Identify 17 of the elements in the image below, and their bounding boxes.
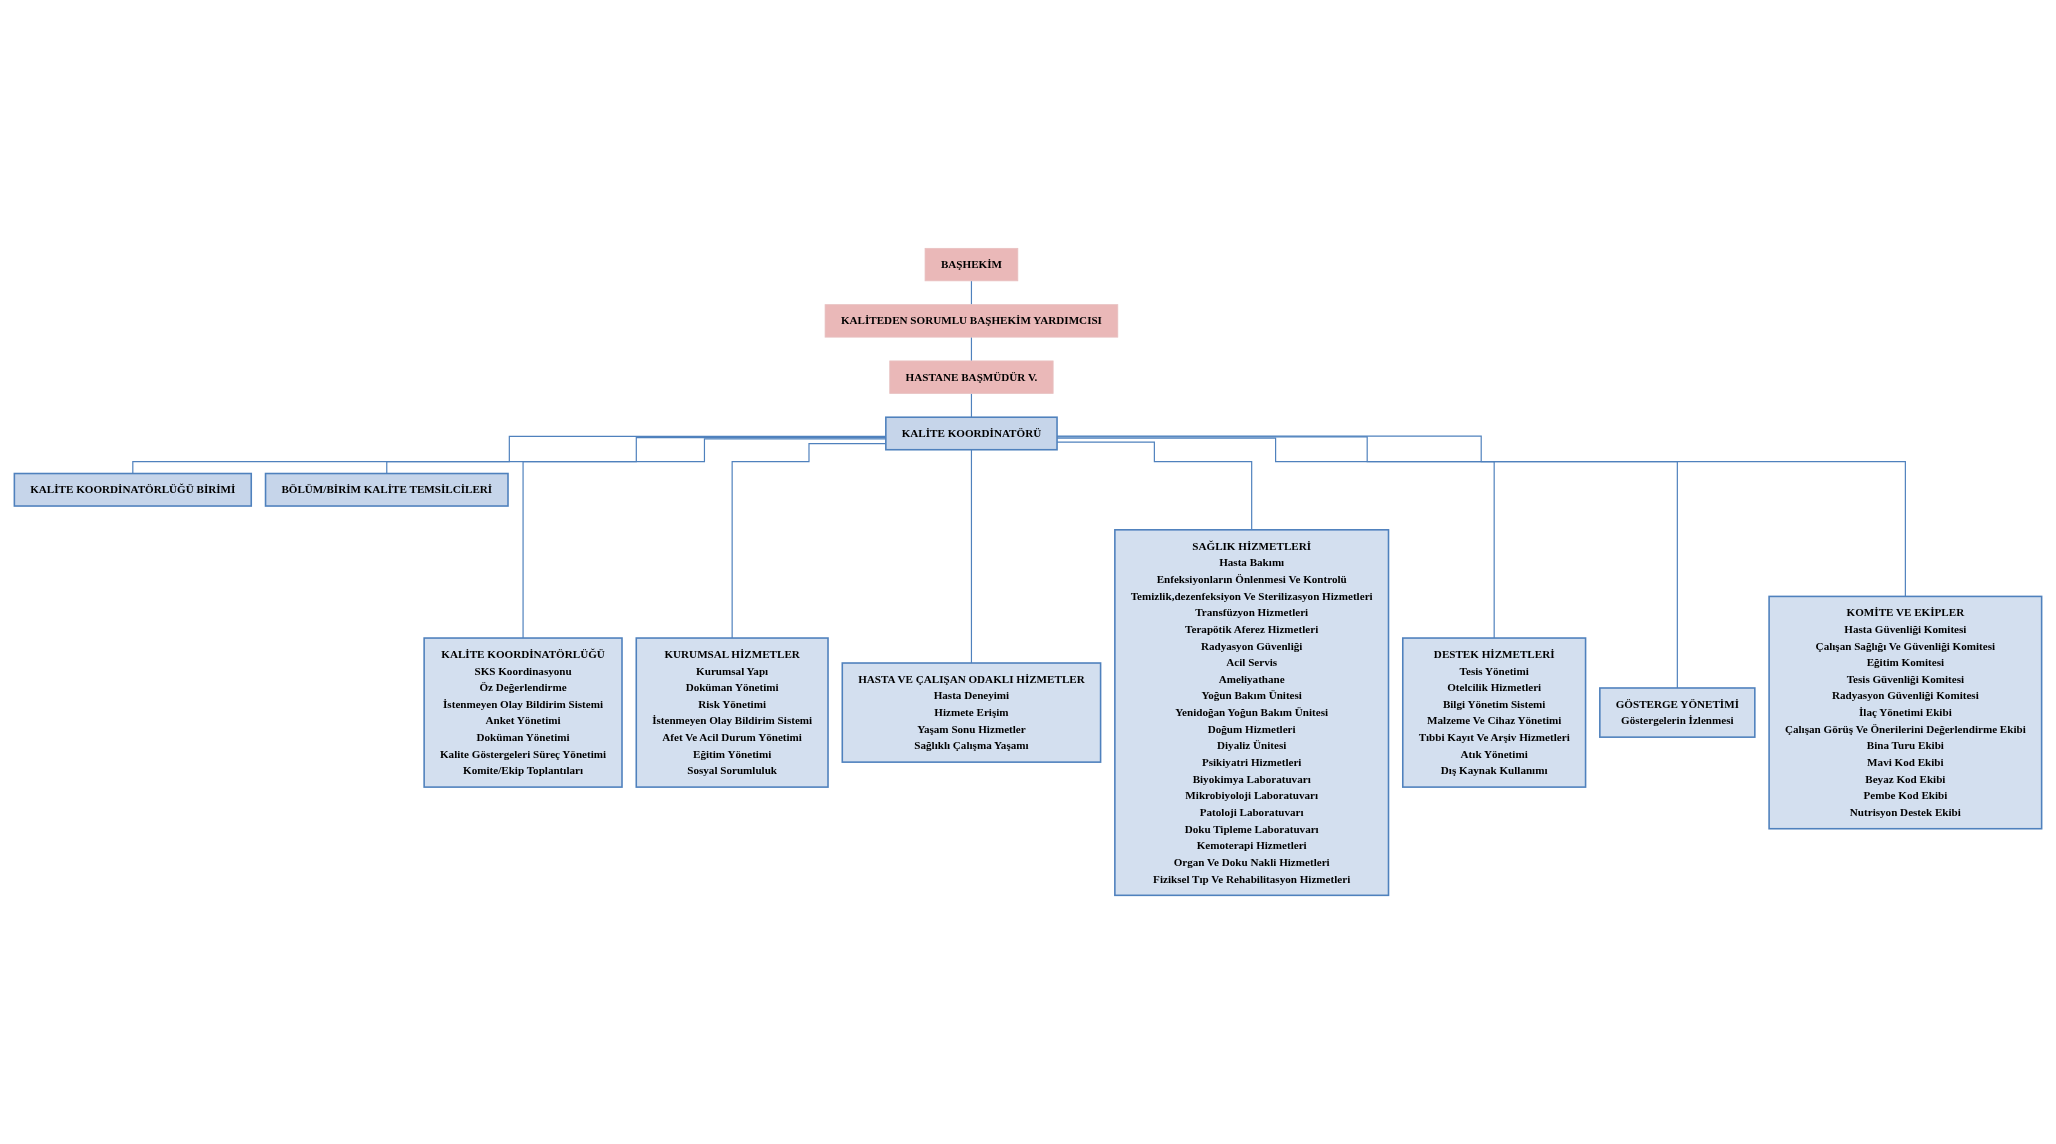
- node-box: [824, 304, 1119, 338]
- node-box: [841, 662, 1102, 764]
- node-box: [885, 416, 1058, 451]
- node-box: [264, 472, 509, 507]
- node-box: [924, 248, 1019, 282]
- node-box: [1114, 529, 1390, 897]
- node-box: [423, 637, 623, 789]
- connector: [970, 280, 973, 306]
- connector: [970, 449, 973, 664]
- node-box: [1402, 637, 1587, 789]
- node-box: [889, 360, 1054, 394]
- node-box: [1768, 595, 2043, 830]
- connector: [970, 393, 973, 418]
- node-box: [13, 472, 253, 507]
- connector: [970, 336, 973, 362]
- node-box: [1599, 687, 1756, 739]
- node-box: [635, 637, 829, 789]
